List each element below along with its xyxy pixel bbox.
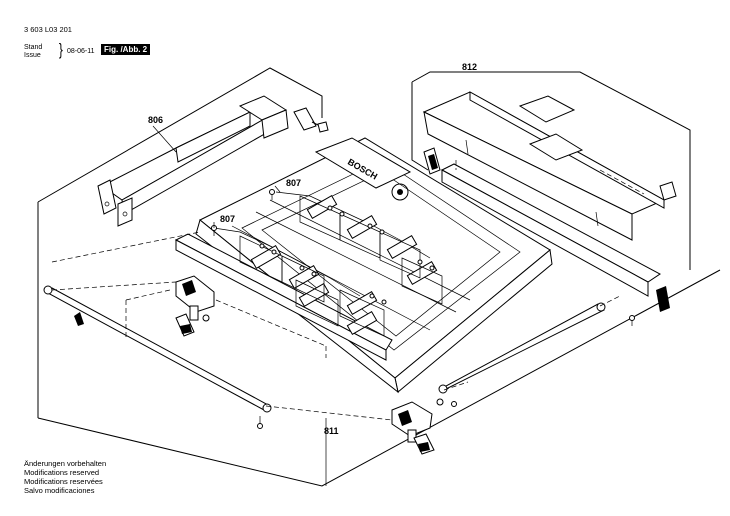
callout-811: 811 — [324, 426, 339, 436]
callout-807-upper: 807 — [286, 178, 301, 188]
part-811-clamp-right — [391, 398, 444, 455]
brace-glyph: } — [58, 40, 63, 59]
part-811-guide-rods — [43, 285, 606, 429]
note-en: Modifications reserved — [24, 468, 100, 477]
callout-807-lower: 807 — [220, 214, 235, 224]
part-812-fence-cover — [422, 91, 677, 326]
callout-812: 812 — [462, 62, 477, 72]
document-number: 3 603 L03 201 — [24, 25, 72, 34]
part-807-upper-clamps — [275, 191, 443, 305]
group-812-outline — [411, 71, 691, 270]
assembly-guidelines — [51, 160, 645, 421]
issue-date: 08-06-11 — [67, 48, 95, 55]
group-806-outline — [37, 67, 721, 487]
note-es: Salvo modificaciones — [24, 486, 95, 495]
figure-label: Fig. /Abb. 2 — [101, 44, 151, 55]
saw-table: BOSCH — [174, 137, 553, 394]
note-de: Änderungen vorbehalten — [24, 459, 107, 468]
callout-806: 806 — [148, 115, 163, 125]
note-fr: Modifications reservées — [24, 477, 103, 486]
part-806-extension-rail — [97, 95, 329, 227]
part-807-lower-clamps — [213, 227, 385, 337]
issue-label: Issue — [24, 52, 41, 59]
callouts: 806 807 807 811 812 — [148, 62, 477, 486]
part-811-clamp-left — [175, 275, 215, 337]
stand-label: Stand — [24, 44, 43, 51]
